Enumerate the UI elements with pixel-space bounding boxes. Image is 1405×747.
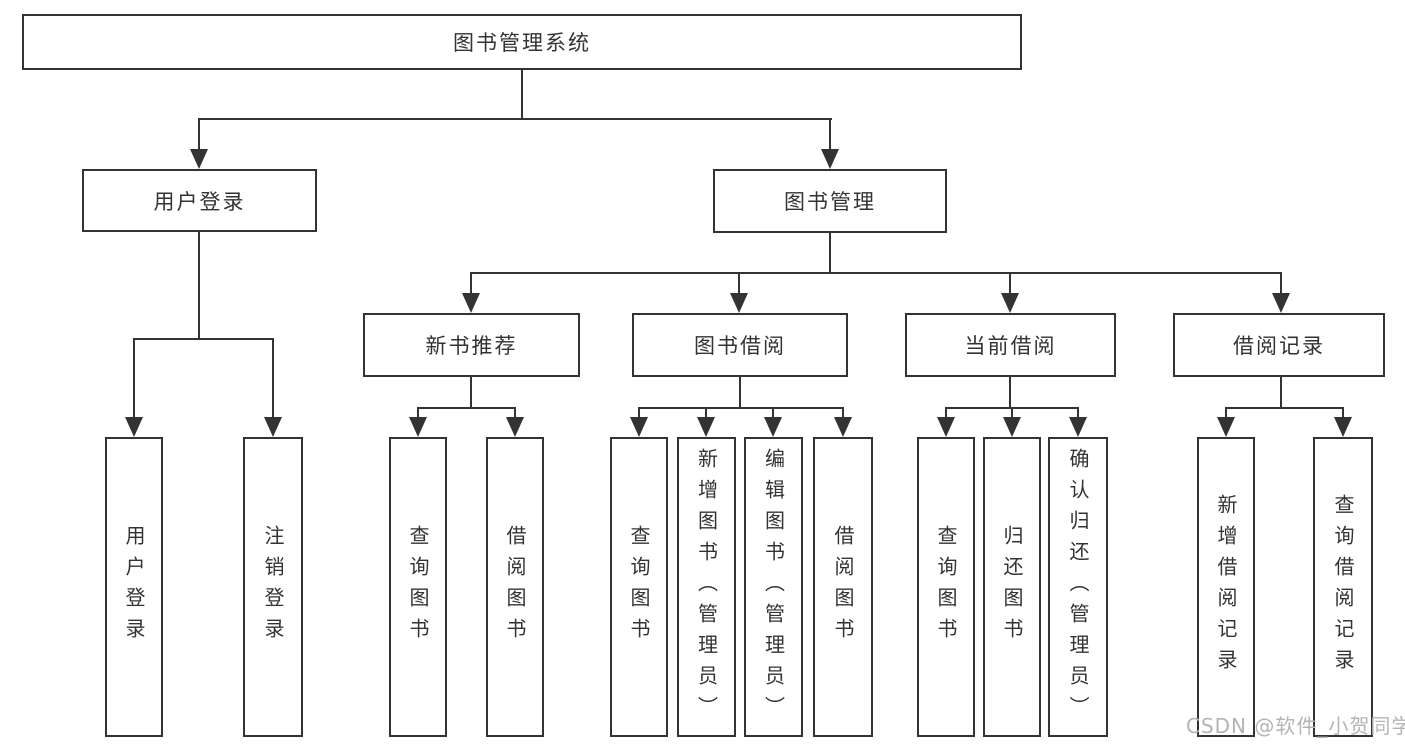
connector-borrow-record-stem [1280,377,1282,407]
node-label: 借阅记录 [1233,334,1325,358]
arrowhead-borrow-record [1272,293,1290,313]
arrowhead-query-books-3 [937,417,955,437]
connector-to-logout-leaf [272,338,274,417]
arrowhead-query-record [1334,417,1352,437]
node-leaf-borrow-books-2: 借阅图书 [813,437,873,737]
node-label: 新书推荐 [425,334,518,358]
connector-new-book-rail [417,407,516,409]
connector-to-new-book [470,272,472,293]
node-leaf-confirm-return-admin: 确认归还（管理员） [1048,437,1108,737]
node-label: 借阅图书 [831,525,855,649]
node-book-borrowing: 图书借阅 [632,313,848,377]
csdn-watermark: CSDN @软件_小贺同学 [1186,714,1405,738]
node-label: 用户登录 [153,189,246,214]
node-borrowing-records: 借阅记录 [1173,313,1385,377]
connector-to-borrow-record [1280,272,1282,293]
arrowhead-new-book [462,293,480,313]
arrowhead-current-borrow [1001,293,1019,313]
node-leaf-logout: 注销登录 [243,437,303,737]
node-label: 当前借阅 [964,334,1057,358]
connector-to-login-leaf [133,338,135,417]
arrowhead-add-books [697,417,715,437]
connector-new-book-stem [470,377,472,407]
node-new-book-recommend: 新书推荐 [363,313,580,377]
arrowhead-logout-leaf [264,417,282,437]
node-leaf-user-login: 用户登录 [105,437,163,737]
connector-to-book-borrow [738,272,740,293]
arrowhead-borrow-books-2 [834,417,852,437]
arrowhead-add-record [1217,417,1235,437]
node-label: 图书借阅 [694,334,786,358]
node-label: 图书管理系统 [453,31,591,55]
arrowhead-query-books-2 [630,417,648,437]
node-leaf-query-books-3: 查询图书 [917,437,975,737]
arrowhead-borrow-books-1 [506,417,524,437]
connector-book-mgmt-rail [470,272,1281,274]
connector-root-rail [198,118,832,120]
connector-to-edit-books [772,407,774,417]
connector-to-confirm-return [1077,407,1079,417]
arrowhead-user-login [190,149,208,169]
connector-to-book-management [829,118,831,149]
node-user-login: 用户登录 [82,169,317,232]
arrowhead-edit-books [764,417,782,437]
arrowhead-return-books [1003,417,1021,437]
connector-to-current-borrow [1009,272,1011,293]
node-label: 查询借阅记录 [1331,494,1355,680]
connector-to-return-books [1011,407,1013,417]
connector-to-query-books-3 [945,407,947,417]
arrowhead-book-borrow [730,293,748,313]
node-leaf-query-books-1: 查询图书 [389,437,447,737]
connector-to-add-record [1225,407,1227,417]
node-label: 用户登录 [122,525,146,649]
node-leaf-add-borrow-record: 新增借阅记录 [1197,437,1255,737]
node-book-management: 图书管理 [713,169,947,233]
node-label: 查询图书 [406,525,430,649]
connector-borrow-record-rail [1226,407,1344,409]
node-label: 新增借阅记录 [1214,494,1238,680]
connector-book-borrow-rail [639,407,844,409]
node-leaf-add-books-admin: 新增图书（管理员） [677,437,736,737]
node-label: 编辑图书（管理员） [761,447,786,727]
node-label: 注销登录 [261,525,285,649]
node-label: 确认归还（管理员） [1066,447,1090,727]
node-leaf-edit-books-admin: 编辑图书（管理员） [744,437,803,737]
node-leaf-return-books: 归还图书 [983,437,1041,737]
connector-to-borrow-books-2 [842,407,844,417]
connector-user-login-rail [134,338,274,340]
node-current-borrowing: 当前借阅 [905,313,1116,377]
connector-to-add-books [705,407,707,417]
node-label: 新增图书（管理员） [694,447,719,727]
node-leaf-query-borrow-record: 查询借阅记录 [1313,437,1373,737]
arrowhead-confirm-return [1069,417,1087,437]
node-book-management-system: 图书管理系统 [22,14,1022,70]
connector-user-login-stem [198,232,200,338]
connector-to-user-login [198,118,200,149]
connector-to-borrow-books-1 [514,407,516,417]
arrowhead-login-leaf [125,417,143,437]
connector-current-borrow-stem [1009,377,1011,407]
connector-root-stem [521,70,523,118]
connector-book-mgmt-stem [829,233,831,272]
node-label: 归还图书 [1000,525,1024,649]
connector-to-query-books-1 [417,407,419,417]
arrowhead-query-books-1 [409,417,427,437]
node-label: 查询图书 [934,525,958,649]
node-leaf-query-books-2: 查询图书 [610,437,668,737]
node-label: 查询图书 [627,525,651,649]
connector-book-borrow-stem [739,377,741,407]
node-label: 借阅图书 [503,525,527,649]
node-label: 图书管理 [784,190,876,214]
connector-to-query-record [1342,407,1344,417]
node-leaf-borrow-books-1: 借阅图书 [486,437,544,737]
connector-to-query-books-2 [638,407,640,417]
arrowhead-book-management [821,149,839,169]
